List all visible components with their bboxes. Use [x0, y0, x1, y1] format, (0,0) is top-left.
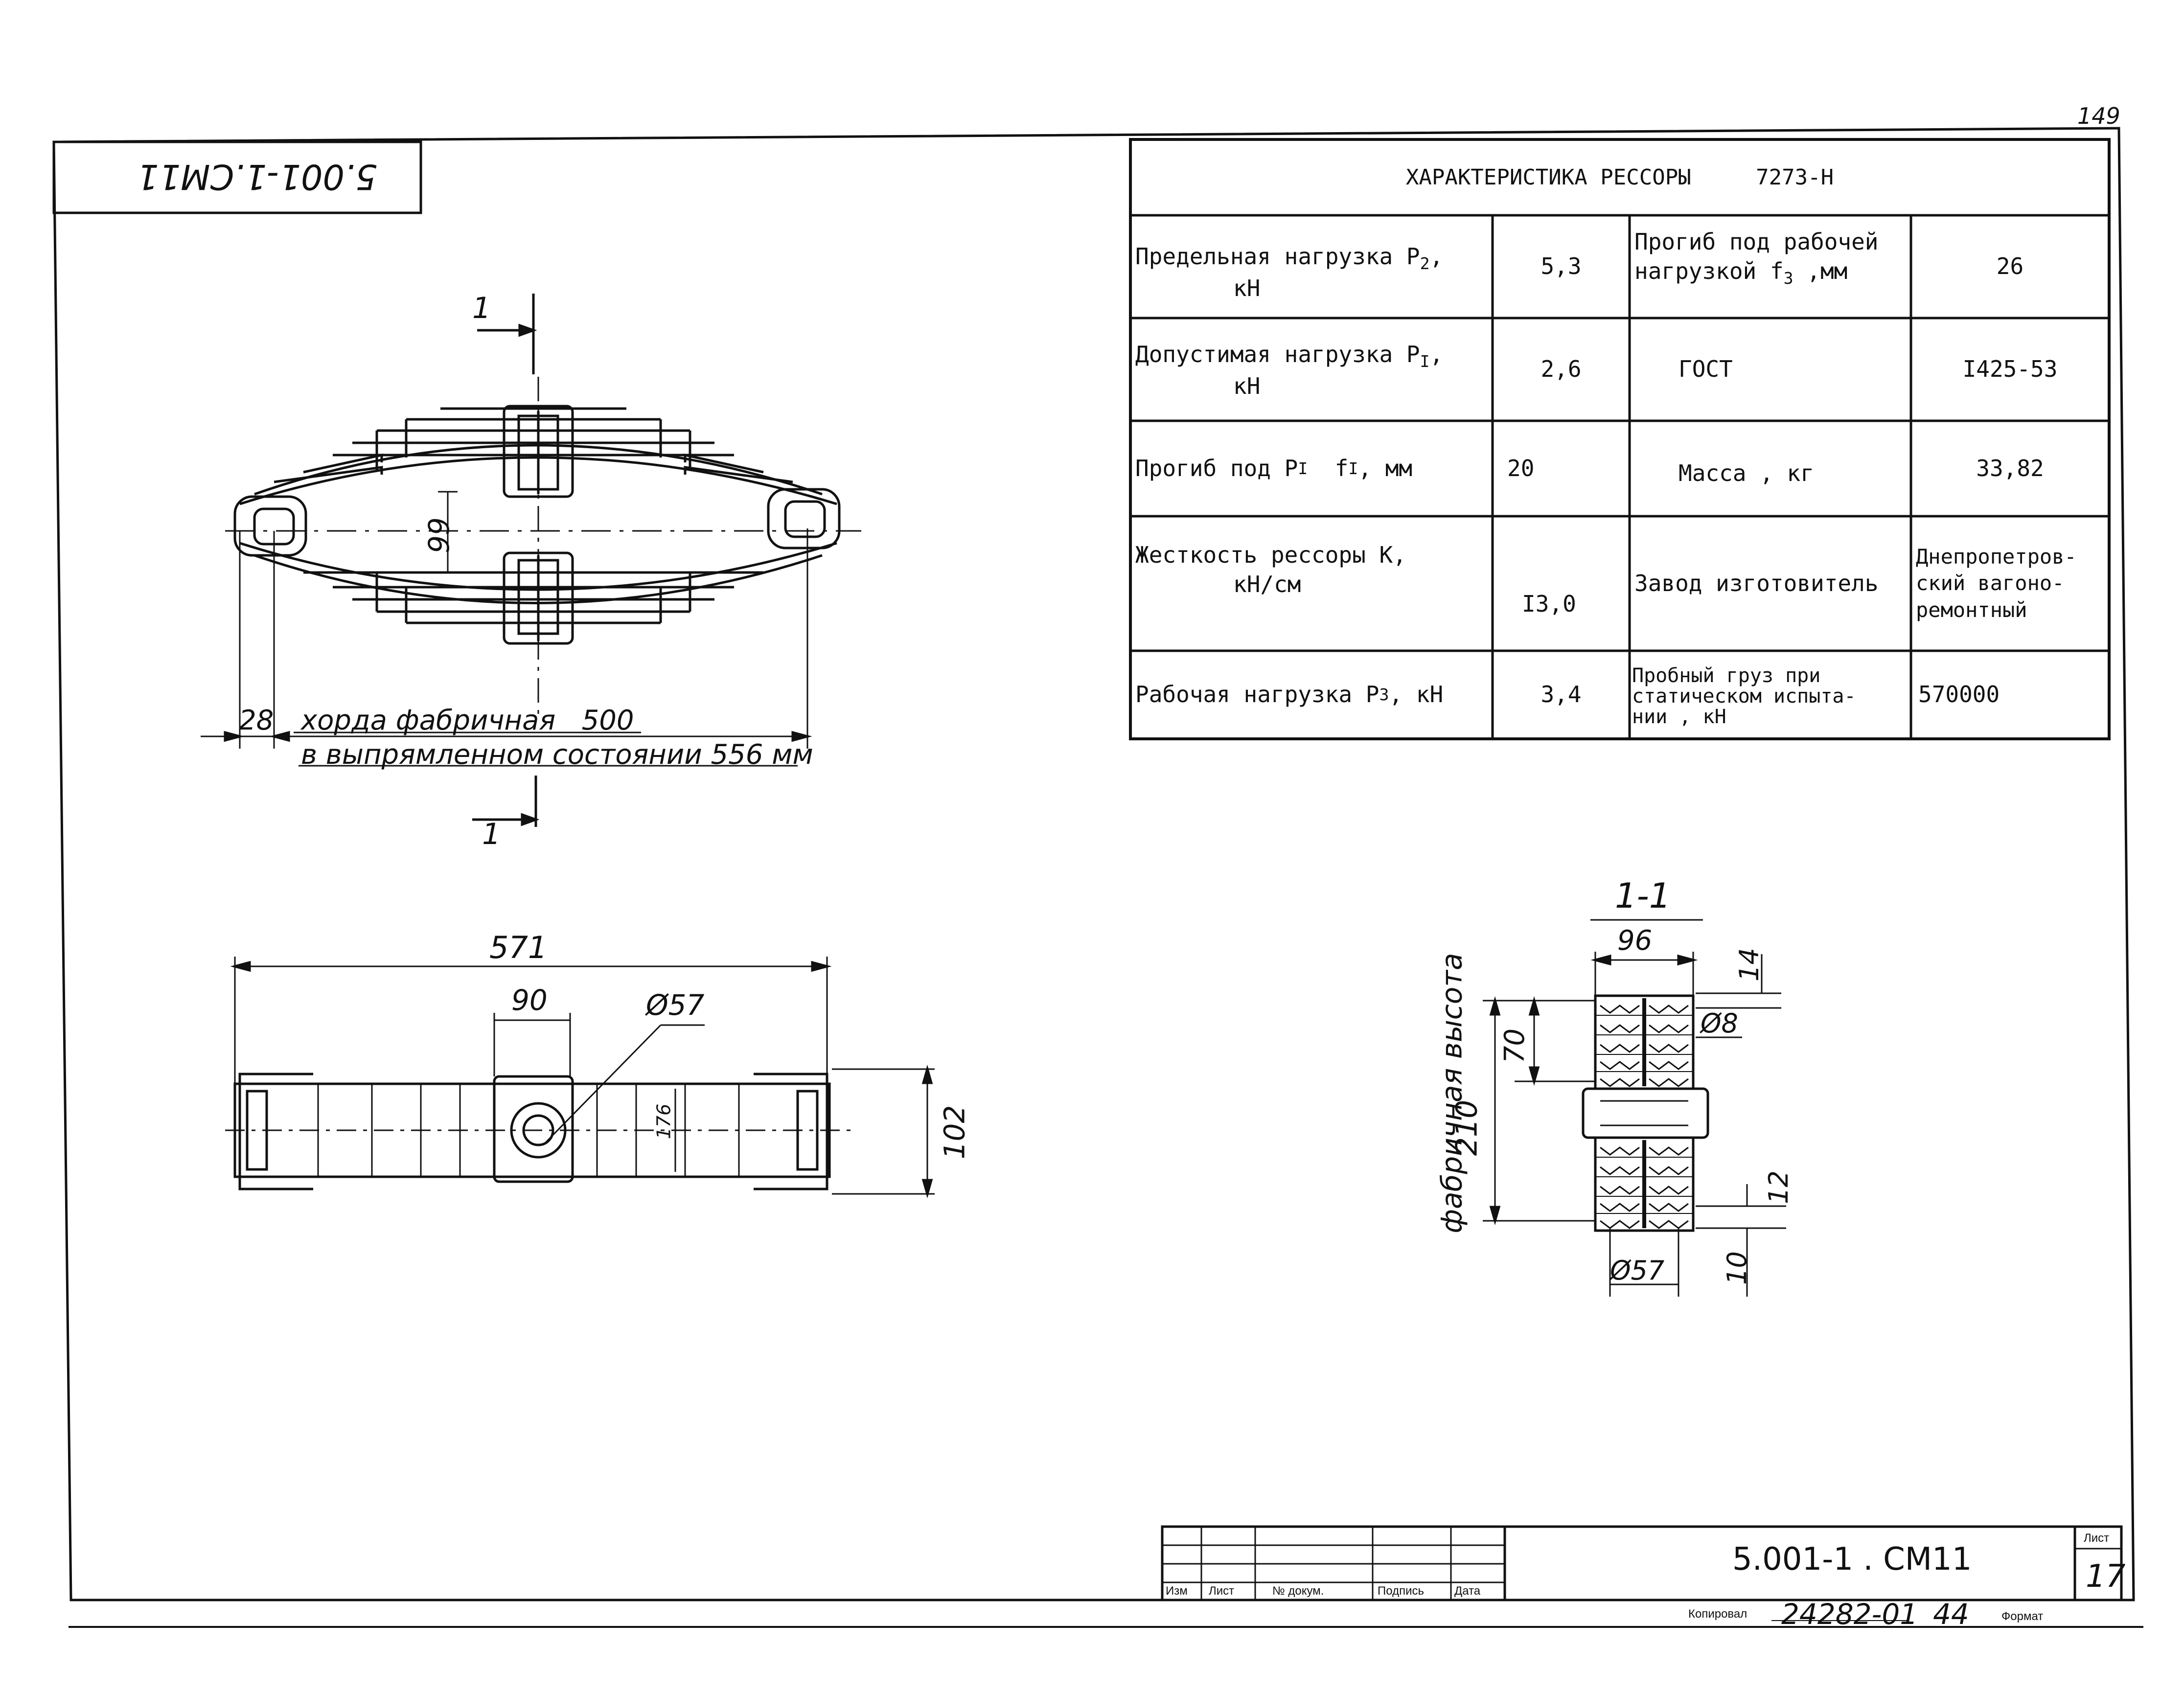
dim-28: 28 [239, 705, 274, 736]
dim-96: 96 [1617, 925, 1653, 957]
chord-label: хорда фабричная 500 [301, 705, 634, 736]
tb-col-doc: № докум. [1272, 1584, 1324, 1598]
dim-70: 70 [1499, 1028, 1531, 1064]
tb-col-izm: Изм [1166, 1584, 1188, 1598]
row1-label2: Прогиб под рабочей нагрузкой f3 ,мм [1634, 229, 1879, 288]
corner-stamp: 5.001-1.СМ11 [137, 157, 377, 197]
dim-176: 176 [653, 1103, 675, 1140]
tb-col-sign: Подпись [1378, 1584, 1424, 1598]
section-mark-top: 1 [472, 291, 491, 325]
dim-14: 14 [1733, 948, 1765, 982]
row1-label1: Предельная нагрузка P2, кН [1135, 243, 1444, 302]
row4-value1: I3,0 [1522, 591, 1576, 617]
row5-value1: 3,4 [1540, 681, 1582, 708]
row4-label1: Жесткость рессоры K, кН/см [1135, 542, 1406, 597]
row1-value1: 5,3 [1540, 253, 1582, 280]
format-label: Формат [2001, 1610, 2044, 1623]
section-mark-bottom: 1 [482, 817, 501, 851]
section-title: 1-1 [1615, 876, 1671, 916]
row4-value2: Днепропетров- ский вагоно- ремонтный [1916, 544, 2077, 622]
frame-line [52, 127, 2135, 1601]
tb-col-list: Лист [1209, 1584, 1235, 1598]
copy-suffix: 44 [1933, 1598, 1969, 1631]
row2-value1: 2,6 [1540, 356, 1582, 383]
spec-table-border [1129, 138, 2111, 740]
sheet-number: 17 [2086, 1558, 2126, 1595]
dim-99: 99 [422, 517, 456, 553]
row3-value2: 33,82 [1976, 455, 2044, 481]
table-title: ХАРАКТЕРИСТИКА РЕССОРЫ 7273-Н [1405, 164, 1834, 190]
row2-label1: Допустимая нагрузка PI, кН [1135, 341, 1444, 400]
row2-label2: ГОСТ [1678, 356, 1733, 383]
doc-code: 5.001-1 . СМ11 [1732, 1541, 1972, 1578]
dim-90: 90 [511, 983, 548, 1017]
spring-side-view [201, 294, 861, 827]
copied-label: Копировал [1688, 1607, 1747, 1621]
row2-value2: I425-53 [1962, 356, 2058, 383]
copy-number: 24282-01 [1781, 1598, 1918, 1631]
sheet-page-number: 149 [2077, 103, 2120, 129]
section-1-1 [1483, 919, 1786, 1297]
tb-col-date: Дата [1454, 1584, 1481, 1598]
dim-57: Ø57 [646, 988, 705, 1022]
row3-label2: Масса , кг [1678, 459, 1814, 486]
dim-57-bottom: Ø57 [1610, 1255, 1665, 1286]
corner-stamp-box [52, 140, 422, 214]
dim-571: 571 [489, 930, 548, 965]
dim-102: 102 [938, 1105, 971, 1160]
sheet-label: Лист [2084, 1532, 2110, 1545]
row4-label2: Завод изготовитель [1634, 570, 1879, 596]
dim-8: Ø8 [1701, 1008, 1738, 1039]
dim-12: 12 [1763, 1170, 1794, 1204]
row3-value1: 20 [1507, 455, 1535, 481]
row5-label2: Пробный груз при статическом испыта- нии… [1632, 664, 1856, 728]
row5-value2: 570000 [1918, 681, 2000, 708]
row1-value2: 26 [1996, 253, 2024, 280]
straight-label: в выпрямленном состоянии 556 мм [301, 739, 813, 771]
dim-10: 10 [1721, 1251, 1752, 1285]
height-label: фабричная высота [1435, 953, 1469, 1234]
spring-plan-view [225, 957, 935, 1199]
